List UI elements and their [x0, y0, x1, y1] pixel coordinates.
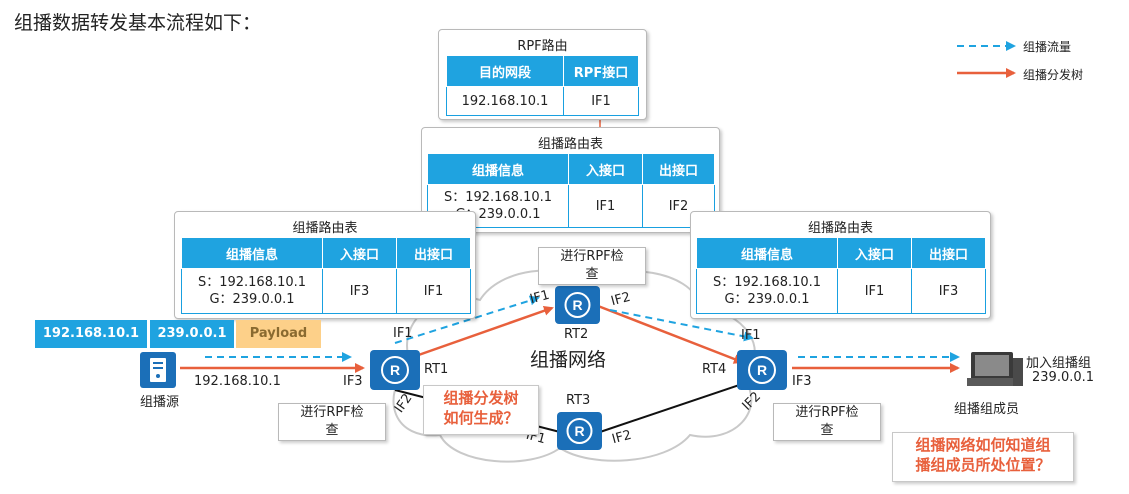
source-ip-label: 192.168.10.1: [194, 374, 281, 389]
router-rt2-icon: R: [555, 286, 600, 324]
rt2-rpf-check-callout: 进行RPF检 查: [538, 247, 646, 285]
tree-rt1-rt2: [409, 305, 554, 360]
member-question-line1: 组播网络如何知道组: [915, 436, 1051, 454]
rt1-in-if: IF3: [322, 268, 397, 314]
rt2-info-s: S：192.168.10.1: [443, 190, 553, 205]
rpf-header-dest: 目的网段: [446, 55, 564, 87]
tree-question-line2: 如何生成？: [443, 409, 519, 427]
rt1-info-cell: S：192.168.10.1 G：239.0.0.1: [181, 268, 323, 314]
network-label: 组播网络: [530, 349, 607, 371]
rt4-panel-title: 组播路由表: [807, 221, 873, 236]
rpf-route-panel: RPF路由 目的网段 RPF接口 192.168.10.1 IF1: [438, 29, 647, 120]
rt2-header-in: 入接口: [568, 153, 643, 185]
rt4-out-if: IF3: [911, 268, 986, 314]
server-icon: [140, 352, 176, 388]
rt4-rpf-check-callout: 进行RPF检 查: [773, 403, 881, 441]
pc-icon: [967, 352, 1023, 386]
rt2-header-out: 出接口: [642, 153, 715, 185]
rpf-route-table: 目的网段 RPF接口 192.168.10.1 IF1: [446, 55, 639, 116]
page-title: 组播数据转发基本流程如下：: [14, 12, 262, 34]
rt1-header-info: 组播信息: [181, 237, 323, 269]
rt2-rpf-check-line1: 进行RPF检: [560, 249, 624, 264]
source-label: 组播源: [140, 395, 180, 410]
rpf-header-if: RPF接口: [563, 55, 639, 87]
rt1-label: RT1: [424, 362, 449, 377]
rt2-label: RT2: [564, 327, 589, 342]
link-rt3-rt4: [599, 377, 761, 433]
rt1-header-out: 出接口: [396, 237, 471, 269]
member-join-line2: 239.0.0.1: [1032, 370, 1095, 385]
router-rt4-icon: R: [737, 350, 787, 390]
rpf-dest-value: 192.168.10.1: [446, 86, 564, 116]
rt1-header-in: 入接口: [322, 237, 397, 269]
rt4-route-panel: 组播路由表 组播信息 入接口 出接口 S：192.168.10.1 G：239.…: [690, 211, 991, 319]
rt4-header-info: 组播信息: [696, 237, 838, 269]
member-question-note: 组播网络如何知道组 播组成员所处位置？: [892, 432, 1074, 482]
packet-src-field: 192.168.10.1: [35, 320, 147, 348]
rt4-if3-label: IF3: [792, 374, 812, 389]
rt2-header-info: 组播信息: [427, 153, 569, 185]
rt1-panel-title: 组播路由表: [292, 221, 358, 236]
rt4-info-cell: S：192.168.10.1 G：239.0.0.1: [696, 268, 838, 314]
rt3-label: RT3: [566, 393, 591, 408]
packet-group-field: 239.0.0.1: [150, 320, 234, 348]
rt1-info-s: S：192.168.10.1: [197, 275, 307, 290]
rt4-in-if: IF1: [837, 268, 912, 314]
svg-text:R: R: [390, 362, 400, 378]
rt1-out-if: IF1: [396, 268, 471, 314]
tree-rt2-rt4: [597, 304, 744, 364]
rt1-rpf-check-line2: 查: [325, 423, 339, 438]
legend-tree-label: 组播分发树: [1023, 68, 1084, 82]
member-label: 组播组成员: [954, 402, 1020, 417]
rt2-in-if: IF1: [568, 184, 643, 228]
member-join-line1: 加入组播组: [1026, 356, 1092, 371]
rpf-if-value: IF1: [563, 86, 639, 116]
flow-rt2-rt4: [609, 309, 754, 342]
rt1-info-g: G：239.0.0.1: [209, 292, 295, 307]
rt1-if1-label: IF1: [393, 326, 413, 341]
rt1-route-table: 组播信息 入接口 出接口 S：192.168.10.1 G：239.0.0.1 …: [181, 237, 471, 314]
rt1-rpf-check-callout: 进行RPF检 查: [278, 403, 386, 441]
rt4-info-s: S：192.168.10.1: [712, 275, 822, 290]
rt2-route-table: 组播信息 入接口 出接口 S：192.168.10.1 G：239.0.0.1 …: [427, 153, 715, 228]
rt2-info-g: G：239.0.0.1: [455, 207, 541, 222]
rt4-rpf-check-line1: 进行RPF检: [795, 405, 859, 420]
rt1-if3-label: IF3: [343, 374, 363, 389]
packet-payload-field: Payload: [236, 320, 321, 348]
rt1-route-panel: 组播路由表 组播信息 入接口 出接口 S：192.168.10.1 G：239.…: [174, 211, 476, 319]
rt1-rpf-check-line1: 进行RPF检: [300, 405, 364, 420]
rt4-header-out: 出接口: [911, 237, 986, 269]
flow-rt1-rt2: [394, 295, 540, 344]
rt4-if1-label: IF1: [741, 328, 761, 343]
rt2-panel-title: 组播路由表: [537, 137, 603, 152]
router-rt1-icon: R: [370, 350, 420, 390]
svg-text:R: R: [574, 423, 584, 439]
rt4-rpf-check-line2: 查: [820, 423, 834, 438]
rt2-route-panel: 组播路由表 组播信息 入接口 出接口 S：192.168.10.1 G：239.…: [421, 127, 720, 233]
rt4-header-in: 入接口: [837, 237, 912, 269]
tree-question-line1: 组播分发树: [443, 389, 519, 407]
rt4-label: RT4: [702, 362, 727, 377]
svg-text:R: R: [572, 297, 582, 313]
legend-flow-label: 组播流量: [1023, 40, 1072, 54]
packet-payload-label: Payload: [249, 326, 308, 341]
member-question-line2: 播组成员所处位置？: [915, 456, 1051, 474]
rt4-route-table: 组播信息 入接口 出接口 S：192.168.10.1 G：239.0.0.1 …: [696, 237, 986, 314]
rt2-info-cell: S：192.168.10.1 G：239.0.0.1: [427, 184, 569, 228]
router-rt3-icon: R: [557, 412, 602, 450]
rt2-rpf-check-line2: 查: [585, 267, 599, 282]
tree-question-note: 组播分发树 如何生成？: [423, 385, 539, 435]
svg-text:R: R: [757, 362, 767, 378]
rpf-panel-title: RPF路由: [517, 39, 568, 54]
rt4-info-g: G：239.0.0.1: [724, 292, 810, 307]
